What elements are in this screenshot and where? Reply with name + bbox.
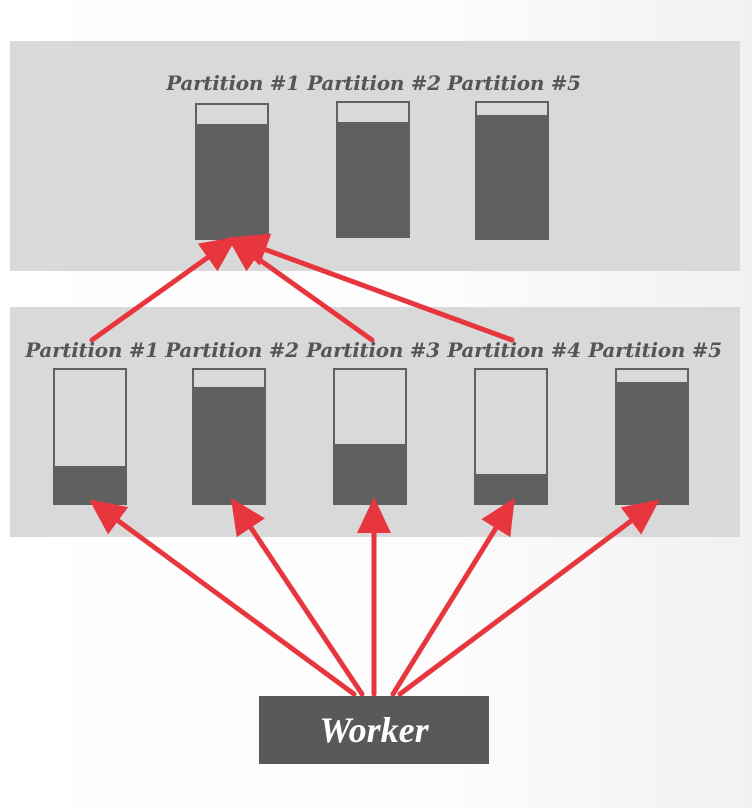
local-partition-5-fill: [617, 381, 687, 503]
local-partition-2-fill: [194, 387, 264, 503]
local-partition-1-fill: [55, 465, 125, 503]
local-partition-label-5: Partition #5: [588, 338, 722, 362]
top-partition-label-3: Partition #5: [447, 71, 581, 95]
local-partition-2: [192, 368, 266, 505]
local-partition-3-fill: [335, 444, 405, 503]
top-partition-2-fill: [338, 121, 408, 236]
local-partition-4: [474, 368, 548, 505]
worker-box: Worker: [259, 696, 489, 764]
local-partition-4-fill: [476, 473, 546, 503]
top-partition-2: [336, 101, 410, 238]
local-partition-label-1: Partition #1: [25, 338, 159, 362]
top-partition-label-2: Partition #2: [307, 71, 441, 95]
top-partition-1: [195, 103, 269, 240]
local-partition-label-4: Partition #4: [447, 338, 581, 362]
local-partition-label-3: Partition #3: [306, 338, 440, 362]
local-partition-5: [615, 368, 689, 505]
local-partition-label-2: Partition #2: [165, 338, 299, 362]
top-partition-1-fill: [197, 123, 267, 238]
local-partition-1: [53, 368, 127, 505]
worker-label: Worker: [319, 710, 429, 750]
top-partition-3: [475, 101, 549, 240]
top-partition-label-1: Partition #1: [166, 71, 300, 95]
local-partition-3: [333, 368, 407, 505]
top-partition-3-fill: [477, 115, 547, 238]
